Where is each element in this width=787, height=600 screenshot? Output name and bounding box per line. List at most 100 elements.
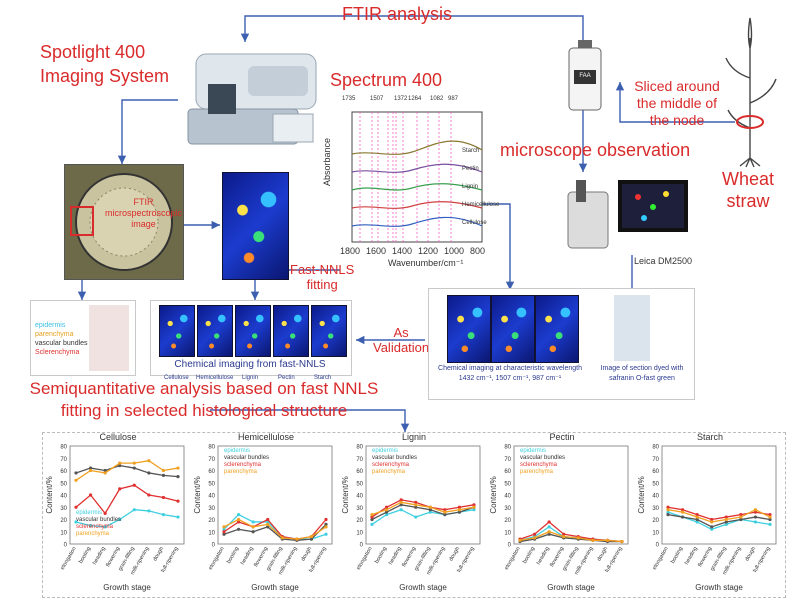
data-point (324, 525, 328, 529)
spectrum-ylabel: Absorbance (322, 137, 332, 186)
spectrum-xtick: 1400 (392, 246, 413, 256)
wavelength-map-1507 (491, 295, 535, 363)
data-point (768, 522, 772, 526)
x-tick-label: dough (152, 546, 165, 562)
x-tick-label: booting (374, 546, 388, 565)
data-point (370, 517, 374, 522)
data-point (161, 513, 166, 517)
y-tick-label: 0 (64, 543, 68, 549)
wheat-label: Wheat (721, 169, 775, 189)
legend-entry: sclerenchyma (520, 462, 558, 468)
data-point (74, 520, 78, 524)
data-point (414, 515, 418, 519)
y-tick-label: 70 (504, 457, 511, 463)
series-line (519, 533, 622, 543)
x-tick-label: elongation (504, 546, 522, 571)
data-point (724, 515, 728, 519)
data-point (236, 513, 241, 517)
legend-entry: vascular bundles (520, 455, 565, 461)
data-point (324, 517, 328, 522)
data-point (680, 508, 685, 512)
data-point (132, 508, 136, 512)
dyed-caption-1: Image of section dyed with (600, 365, 684, 372)
trace-label: Pectin (462, 166, 479, 172)
legend-entry: parenchyma (372, 469, 406, 475)
y-tick-label: 50 (60, 481, 67, 487)
data-point (695, 513, 699, 517)
data-point (118, 461, 122, 465)
x-tick-label: dough (744, 546, 757, 562)
legend-entry: sclerenchyma (372, 462, 410, 468)
data-point (176, 499, 180, 503)
component-label: Starch (314, 375, 332, 381)
y-tick-label: 40 (652, 494, 659, 500)
data-point (753, 520, 758, 524)
data-point (724, 522, 728, 526)
trace-label: Starch (462, 148, 480, 154)
series-line (667, 508, 771, 523)
nnls-imaging-caption: Chemical imaging from fast-NNLS (174, 359, 326, 370)
data-point (666, 505, 670, 509)
spectrum-xlabel: Wavenumber/cm⁻¹ (388, 258, 464, 268)
y-tick-label: 30 (60, 506, 67, 512)
y-tick-label: 20 (60, 518, 67, 524)
y-axis-label: Content/% (489, 476, 498, 513)
leica-label: Leica DM2500 (634, 256, 693, 266)
series-line (519, 531, 623, 543)
y-tick-label: 50 (504, 481, 511, 487)
y-tick-label: 60 (652, 469, 659, 475)
data-point (295, 537, 299, 541)
faa-bottle-image (565, 40, 605, 112)
data-point (236, 527, 241, 531)
sliced-line-2: the middle of (636, 95, 718, 111)
data-point (74, 478, 78, 482)
y-axis-label: Content/% (341, 476, 350, 513)
data-point (399, 498, 403, 502)
data-point (443, 508, 447, 512)
peak-label: 1372 (394, 96, 408, 102)
series-line (371, 501, 475, 516)
data-point (428, 508, 432, 512)
data-point (132, 483, 136, 487)
data-point (724, 517, 728, 522)
x-tick-label: booting (226, 546, 240, 565)
series-line (75, 509, 179, 528)
y-tick-label: 20 (356, 518, 363, 524)
ftir-micro-line-2: microspectroscopic (104, 208, 183, 218)
peak-label: 987 (448, 96, 459, 102)
x-tick-label: elongation (60, 546, 78, 571)
y-axis-label: Content/% (637, 476, 646, 513)
peak-label: 1735 (342, 96, 356, 102)
x-tick-label: heading (388, 546, 403, 566)
component-label: Lignin (242, 375, 259, 381)
sliced-line-3: the node (649, 112, 705, 128)
data-point (710, 527, 714, 531)
data-point (547, 532, 551, 536)
x-tick-label: elongation (652, 546, 670, 571)
y-axis-label: Content/% (45, 476, 54, 513)
x-tick-label: booting (78, 546, 92, 565)
validation-label: Validation (373, 340, 430, 355)
data-point (472, 508, 476, 512)
data-point (666, 510, 670, 514)
series-line (75, 460, 179, 481)
data-point (266, 517, 270, 522)
y-tick-label: 20 (504, 518, 511, 524)
nnls-map-starch (311, 305, 347, 357)
x-axis-label: Growth stage (251, 583, 299, 592)
data-point (147, 471, 151, 475)
ftir-micro-line-3: image (131, 219, 156, 229)
data-point (176, 475, 180, 479)
stained-section-image (89, 305, 129, 371)
data-point (236, 517, 241, 522)
spectrum-xtick: 1000 (444, 246, 465, 256)
y-tick-label: 70 (60, 457, 67, 463)
microscope-observation-label: microscope observation (500, 140, 691, 160)
legend-entry: epidermis (372, 448, 398, 454)
y-axis-label: Content/% (193, 476, 202, 513)
data-point (457, 508, 462, 512)
y-tick-label: 60 (208, 469, 215, 475)
imaging-system-label: Imaging System (40, 66, 170, 86)
